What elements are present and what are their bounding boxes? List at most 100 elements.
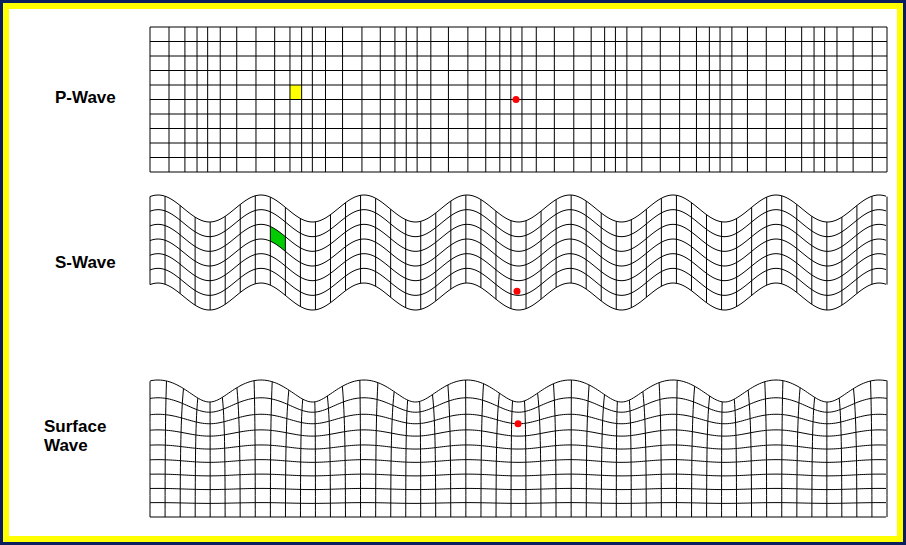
grid-line [887,27,888,172]
grid-line [553,384,556,517]
grid-line [270,382,272,517]
grid-line [691,203,692,291]
grid-line [150,197,151,285]
grid-line [571,380,572,517]
grid-line [801,27,802,172]
wave-label: S-Wave [55,253,145,272]
grid-line [150,224,886,251]
grid-line [766,197,767,285]
grid-line [236,27,237,172]
grid-line [495,211,496,299]
grid-line [435,213,436,301]
grid-line [526,221,527,309]
grid-line [405,220,406,308]
grid-line [195,398,198,517]
grid-line [195,217,196,305]
grid-line [556,200,557,288]
grid-line [150,128,887,129]
grid-line [853,27,854,172]
grid-line [782,381,783,517]
grid-line [660,27,661,172]
grid-line [646,209,647,297]
grid-line [225,216,226,304]
grid-line [150,56,887,57]
grid-line [150,27,151,172]
grid-line [197,27,198,172]
grid-line [406,27,407,172]
grid-line [150,157,887,158]
wave-label: P-Wave [55,88,145,107]
grid-line [165,381,166,517]
grid-line [165,196,166,284]
grid-line [391,392,394,517]
grid-line [150,210,886,237]
grid-line [643,392,646,517]
grid-line [510,27,511,172]
grid-line [839,398,842,517]
grid-line [541,211,542,299]
grid-line [342,386,345,517]
grid-line [274,27,275,172]
grid-line [521,27,522,172]
grid-line [510,221,511,309]
grid-line [797,388,800,517]
grid-line [591,27,592,172]
grid-line [254,381,255,517]
grid-line [692,386,695,517]
grid-line [481,384,484,517]
grid-line [721,222,722,310]
grid-line [586,385,589,517]
grid-line [641,27,642,172]
grid-line [766,27,767,172]
grid-line [150,268,886,295]
grid-line [150,143,887,144]
grid-line [301,27,302,172]
grid-line [736,218,737,306]
grid-line [751,207,752,295]
grid-line [629,400,631,517]
grid-line [796,204,797,292]
marker-dot [514,288,521,295]
grid-line [150,445,886,449]
grid-line [626,27,627,172]
grid-line [854,389,857,517]
grid-line [207,27,208,172]
grid-line [709,27,710,172]
grid-line [184,27,185,172]
grid-line [616,401,617,517]
grid-line [361,27,362,172]
grid-line [826,222,827,310]
grid-line [485,27,486,172]
grid-line [330,215,331,303]
grid-line [375,198,376,286]
grid-line [676,195,677,283]
grid-line [394,27,395,172]
grid-line [220,27,221,172]
grid-line [345,203,346,291]
grid-line [734,399,736,517]
grid-line [841,217,842,305]
grid-line [731,27,732,172]
grid-line [586,201,587,289]
grid-line [679,27,680,172]
grid-line [571,195,572,283]
grid-line [240,204,241,292]
s-wave-grid [150,195,887,310]
grid-line [222,397,225,517]
grid-line [676,380,678,517]
grid-line [285,390,288,517]
grid-line [706,215,707,303]
grid-line [871,381,872,517]
grid-line [499,27,500,172]
grid-line [237,388,240,517]
grid-line [150,283,886,310]
grid-line [432,395,435,517]
grid-line [511,401,513,517]
grid-line [327,396,330,517]
grid-line [150,114,887,115]
grid-line [180,389,183,517]
grid-line [601,395,604,517]
grid-line [448,27,449,172]
